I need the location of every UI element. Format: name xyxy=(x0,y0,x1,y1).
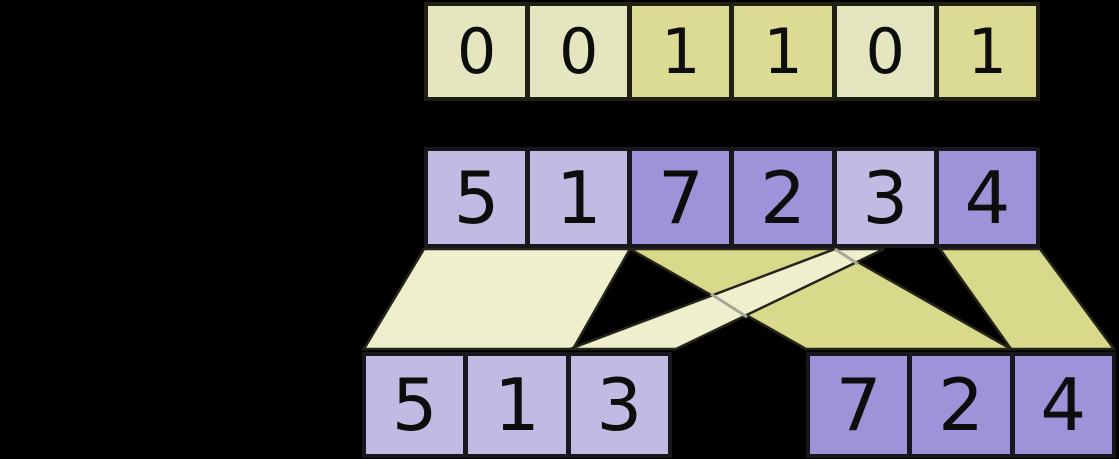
output-left-cell-1: 1 xyxy=(468,356,566,454)
output-array-left: 5 1 3 xyxy=(362,352,672,458)
mask-cell-0: 0 xyxy=(428,6,526,97)
ribbon-mask0-crossing xyxy=(569,247,885,351)
input-cell-0: 5 xyxy=(428,151,526,244)
ribbon-mask0-main xyxy=(361,247,633,351)
mask-array: 0 0 1 1 0 1 xyxy=(424,2,1040,101)
mask-cell-3: 1 xyxy=(734,6,832,97)
output-left-cell-2: 3 xyxy=(570,356,668,454)
input-cell-3: 2 xyxy=(734,151,832,244)
mask-cell-4: 0 xyxy=(836,6,934,97)
output-right-cell-1: 2 xyxy=(912,356,1010,454)
ribbon-mask1-main xyxy=(625,247,1016,351)
input-cell-1: 1 xyxy=(530,151,628,244)
input-cell-5: 4 xyxy=(938,151,1036,244)
hidden-edge-right xyxy=(834,247,859,266)
hidden-edge-left xyxy=(710,292,748,319)
output-right-cell-2: 4 xyxy=(1014,356,1112,454)
ribbon-mask1-single xyxy=(937,247,1117,351)
input-cell-4: 3 xyxy=(836,151,934,244)
mask-cell-1: 0 xyxy=(530,6,628,97)
input-array: 5 1 7 2 3 4 xyxy=(424,147,1040,248)
mask-cell-2: 1 xyxy=(632,6,730,97)
input-cell-2: 7 xyxy=(632,151,730,244)
output-left-cell-0: 5 xyxy=(366,356,464,454)
mask-cell-5: 1 xyxy=(938,6,1036,97)
output-right-cell-0: 7 xyxy=(810,356,908,454)
output-array-right: 7 2 4 xyxy=(806,352,1116,458)
